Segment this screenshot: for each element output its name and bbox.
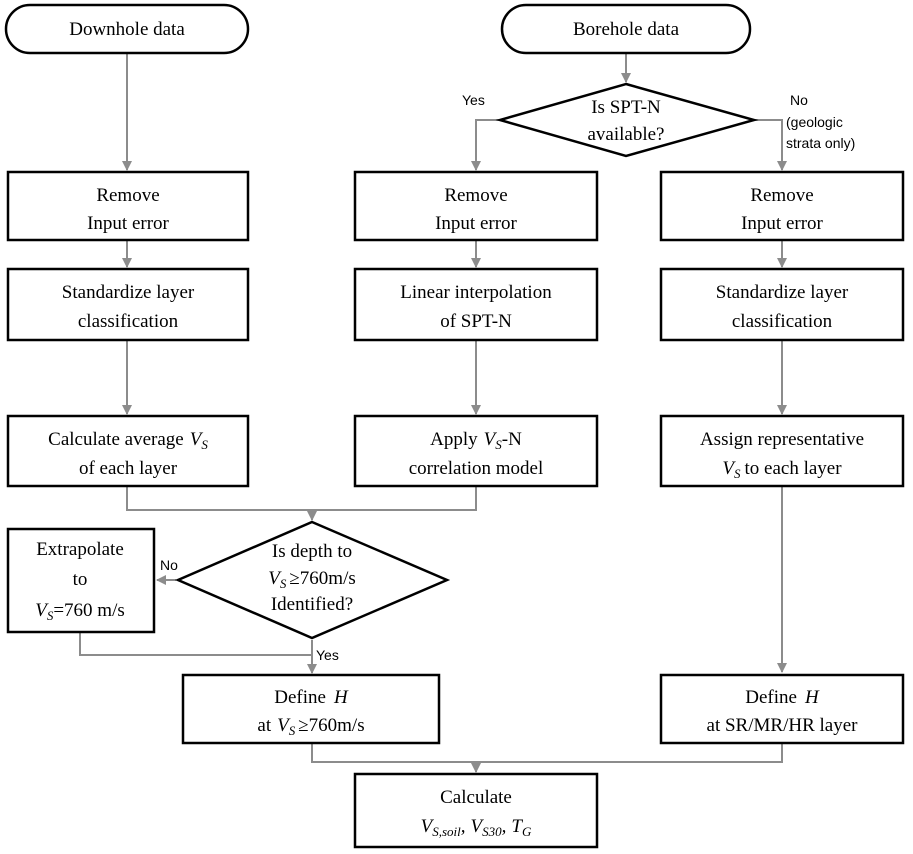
vs30-symbol: V <box>471 816 485 837</box>
right-standardize-line2: classification <box>732 311 833 332</box>
mid-apply-suffix: -N <box>502 429 522 450</box>
label-depth-no: No <box>160 557 178 573</box>
connectors <box>79 54 787 773</box>
left-remove-line1: Remove <box>96 185 159 206</box>
extrapolate-target: =760 m/s <box>53 600 124 621</box>
box-mid-remove-error: Remove Input error <box>353 170 599 242</box>
box-extrapolate: Extrapolate to VS=760 m/s <box>6 527 156 634</box>
box-right-remove-error: Remove Input error <box>659 170 905 242</box>
box-left-calc-average: Calculate average VS of each layer <box>6 414 250 488</box>
mid-apply-prefix: Apply <box>430 429 478 450</box>
calculate-line1: Calculate <box>440 787 512 808</box>
vs-subscript: S <box>47 608 54 623</box>
depth-decision-threshold: ≥760m/s <box>289 568 355 589</box>
vs-symbol: V <box>190 429 204 450</box>
arrow-calc-merge <box>126 487 477 511</box>
arrow-extrapolate-return <box>79 633 312 656</box>
decision-spt-available: Is SPT-N available? <box>495 82 759 158</box>
label-depth-yes: Yes <box>316 647 339 663</box>
box-left-remove-error: Remove Input error <box>6 170 250 242</box>
vs-symbol: V <box>277 715 291 736</box>
terminal-downhole-label: Downhole data <box>69 19 185 40</box>
depth-decision-line2: VS≥760m/s <box>268 568 356 591</box>
define-h-left-line2: at VS≥760m/s <box>257 715 364 738</box>
h-symbol: H <box>804 687 820 708</box>
decision-spt-line1: Is SPT-N <box>591 97 661 118</box>
mid-interp-line2: of SPT-N <box>440 311 512 332</box>
left-calc-prefix: Calculate average <box>48 429 184 450</box>
extrapolate-line1: Extrapolate <box>36 539 124 560</box>
terminal-borehole-label: Borehole data <box>573 19 680 40</box>
left-standardize-line2: classification <box>78 311 179 332</box>
box-calculate: Calculate VS,soil,VS30,TG <box>353 772 599 849</box>
vs-soil-subscript: S,soil <box>432 824 461 839</box>
depth-decision-line1: Is depth to <box>272 541 352 562</box>
arrow-decision-yes <box>471 119 500 171</box>
define-h-left-threshold: ≥760m/s <box>298 715 364 736</box>
vs30-subscript: S30 <box>482 824 502 839</box>
vs-symbol: V <box>722 458 736 479</box>
h-symbol: H <box>333 687 349 708</box>
tg-symbol: T <box>511 816 523 837</box>
label-spt-yes: Yes <box>462 92 485 108</box>
tg-subscript: G <box>522 824 532 839</box>
extrapolate-line2: to <box>73 569 88 590</box>
vs-subscript: S <box>734 466 741 481</box>
vs-symbol: V <box>268 568 282 589</box>
label-spt-no-geologic: (geologic <box>786 114 843 130</box>
arrow-decision-no <box>754 119 787 171</box>
box-define-h-left: Define H at VS≥760m/s <box>181 673 441 745</box>
left-standardize-line1: Standardize layer <box>62 282 195 303</box>
right-remove-line2: Input error <box>741 213 823 234</box>
box-define-h-right: Define H at SR/MR/HR layer <box>659 673 905 745</box>
box-right-standardize: Standardize layer classification <box>659 267 905 342</box>
left-calc-line1: Calculate average VS <box>48 429 208 452</box>
right-assign-line1: Assign representative <box>700 429 864 450</box>
calc-comma-1: , <box>461 816 466 837</box>
calculate-line2: VS,soil,VS30,TG <box>421 816 532 839</box>
depth-decision-line3: Identified? <box>271 594 353 615</box>
label-spt-no-strata: strata only) <box>786 135 855 151</box>
terminal-downhole-data: Downhole data <box>4 3 250 55</box>
right-assign-suffix: to each layer <box>745 458 843 479</box>
box-left-standardize: Standardize layer classification <box>6 267 250 342</box>
define-h-right-line2: at SR/MR/HR layer <box>707 715 859 736</box>
calc-comma-2: , <box>502 816 507 837</box>
define-h-left-at: at <box>257 715 271 736</box>
vs-soil-symbol: V <box>421 816 435 837</box>
mid-remove-line1: Remove <box>444 185 507 206</box>
decision-spt-line2: available? <box>587 124 664 145</box>
terminal-borehole-data: Borehole data <box>500 3 752 55</box>
mid-interp-line1: Linear interpolation <box>400 282 552 303</box>
left-remove-line2: Input error <box>87 213 169 234</box>
vs-subscript: S <box>495 437 502 452</box>
label-spt-no: No <box>790 92 808 108</box>
mid-remove-line2: Input error <box>435 213 517 234</box>
define-h-left-prefix: Define <box>274 687 326 708</box>
mid-apply-line1: Apply VS-N <box>430 429 522 452</box>
arrow-define-left-merge <box>311 744 783 763</box>
box-mid-apply-model: Apply VS-N correlation model <box>353 414 599 488</box>
define-h-left-line1: Define H <box>274 687 349 708</box>
vs-symbol: V <box>35 600 49 621</box>
define-h-right-line1: Define H <box>745 687 820 708</box>
left-calc-line2: of each layer <box>79 458 178 479</box>
vs-subscript: S <box>280 576 287 591</box>
decision-depth-identified: Is depth to VS≥760m/s Identified? <box>174 520 451 640</box>
vs-subscript: S <box>289 723 296 738</box>
extrapolate-line3: VS=760 m/s <box>35 600 125 623</box>
define-h-right-prefix: Define <box>745 687 797 708</box>
box-mid-interpolation: Linear interpolation of SPT-N <box>353 267 599 342</box>
right-remove-line1: Remove <box>750 185 813 206</box>
vs-symbol: V <box>484 429 498 450</box>
vs-subscript: S <box>201 437 208 452</box>
right-standardize-line1: Standardize layer <box>716 282 849 303</box>
mid-apply-line2: correlation model <box>409 458 544 479</box>
